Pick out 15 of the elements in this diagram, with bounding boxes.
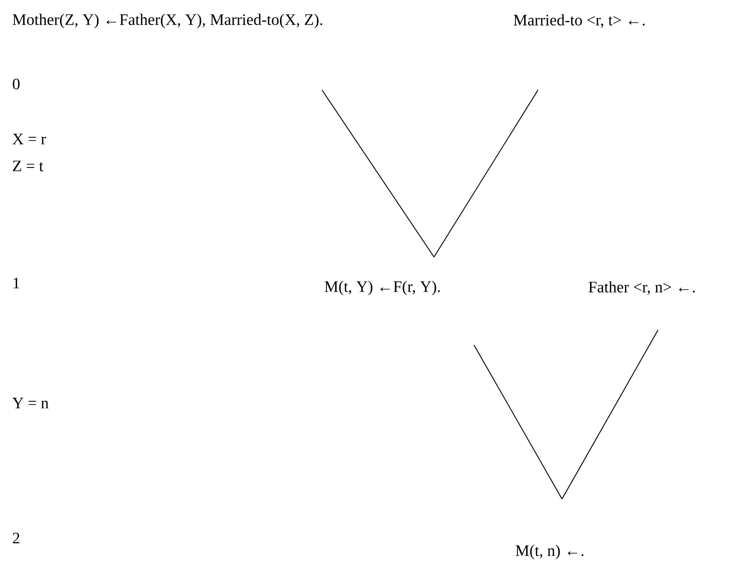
clause-text: Married-to <r, t> ←.	[514, 14, 645, 28]
step-label: 2	[12, 532, 20, 544]
step-label: X = r	[12, 134, 46, 144]
clause-text: M(t, n) ←.	[516, 544, 584, 560]
resolution-line	[562, 330, 658, 500]
step-label: Y = n	[12, 398, 49, 408]
clause-text: Mother(Z, Y) ←Father(X, Y), Married-to(X, Z).	[12, 14, 322, 28]
resolution-line	[434, 90, 538, 258]
step-label: 1	[14, 278, 20, 288]
clause-text: Father <r, n> ←.	[588, 281, 695, 295]
step-label: 0	[12, 78, 20, 90]
resolution-line	[322, 90, 434, 258]
step-label: Z = t	[12, 160, 44, 172]
clause-text: M(t, Y) ←F(r, Y).	[324, 280, 440, 296]
resolution-line	[474, 344, 562, 500]
